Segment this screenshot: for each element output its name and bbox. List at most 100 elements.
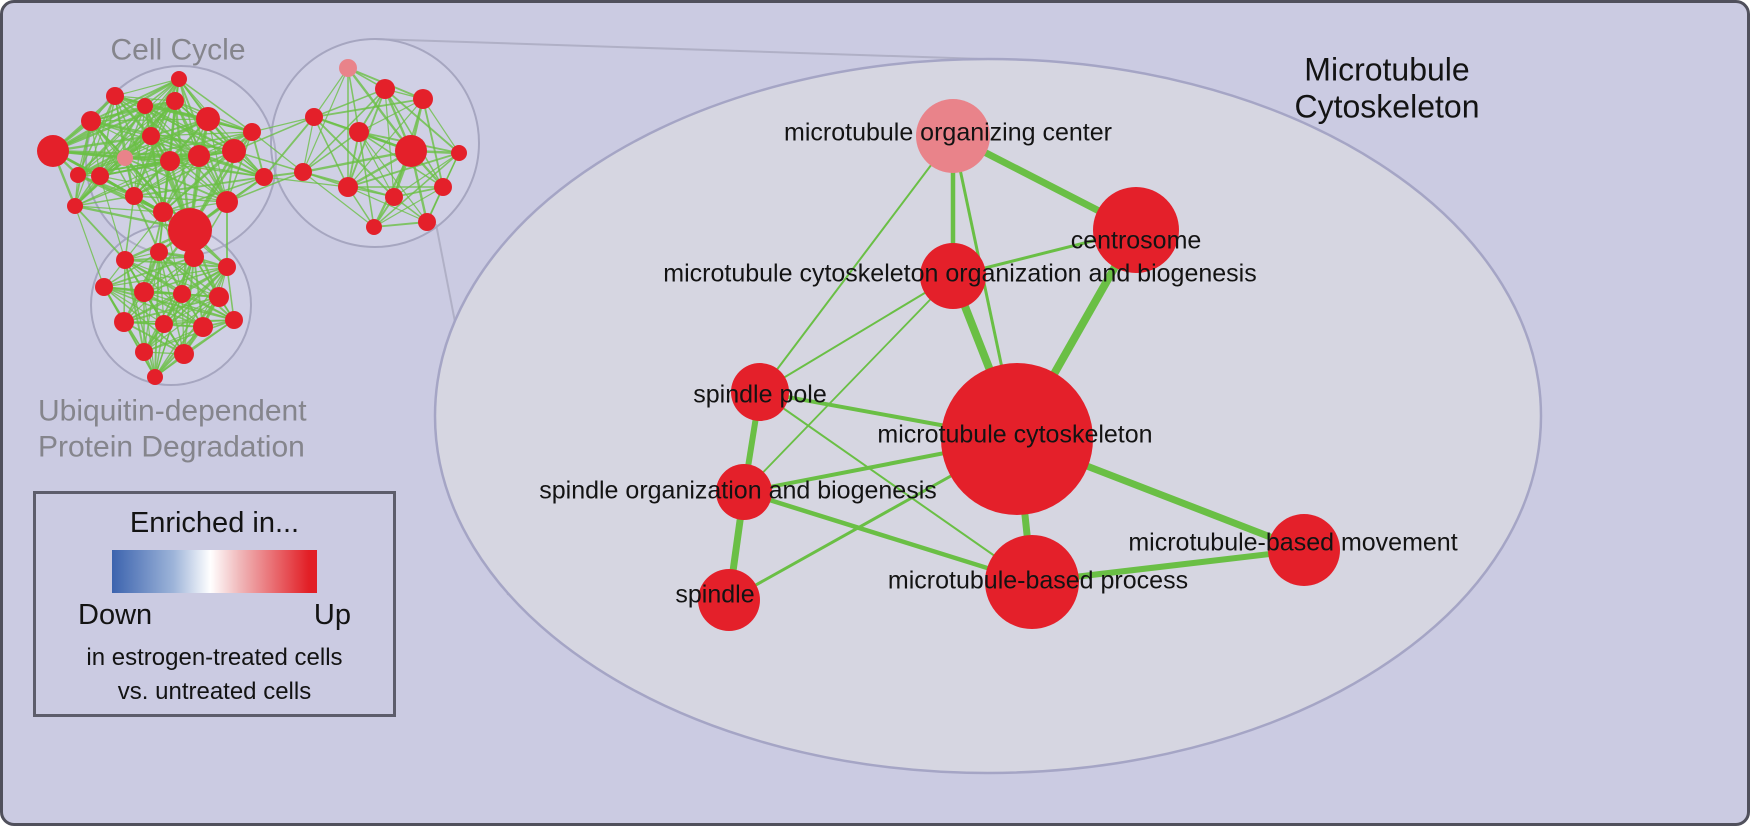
overview-edge — [123, 259, 126, 323]
overview-edge — [226, 171, 304, 203]
overview-edge — [143, 266, 228, 293]
overview-edge — [133, 155, 200, 197]
overview-node — [70, 167, 86, 183]
overview-edge — [422, 98, 460, 154]
zoom-title-line2: Cytoskeleton — [1294, 88, 1480, 125]
overview-edge — [74, 205, 105, 288]
overview-edge — [143, 296, 220, 353]
overview-node — [168, 208, 212, 252]
overview-edge — [358, 131, 428, 223]
overview-edge — [162, 155, 200, 213]
zoom-title-line1: Microtubule — [1304, 51, 1470, 88]
overview-edge — [347, 67, 412, 152]
overview-node — [147, 369, 163, 385]
edge-mcob-spindle_pole — [759, 275, 954, 393]
overview-edge — [103, 266, 228, 288]
overview-edge — [123, 293, 183, 323]
overview-edge — [358, 131, 375, 228]
node-mc — [941, 363, 1093, 515]
overview-node — [37, 135, 69, 167]
overview-node — [225, 311, 243, 329]
overview-edge — [143, 266, 228, 353]
overview-node — [155, 315, 173, 333]
overview-edge — [143, 319, 235, 353]
overview-edge — [103, 251, 160, 288]
overview-edge — [133, 176, 265, 197]
overview-node — [218, 258, 236, 276]
overview-node — [153, 202, 173, 222]
zoom-connector-line — [374, 38, 1044, 62]
edge-spindle_org-mbp — [743, 489, 1033, 585]
overview-node — [135, 343, 153, 361]
overview-node — [137, 98, 153, 114]
overview-node — [188, 145, 210, 167]
overview-edge — [90, 78, 180, 122]
overview-edge — [103, 286, 235, 321]
overview-edge — [233, 150, 304, 173]
overview-edge — [77, 135, 152, 176]
overview-node — [116, 251, 134, 269]
overview-node — [413, 89, 433, 109]
overview-edge — [77, 100, 176, 176]
overview-edge — [123, 256, 195, 323]
overview-edge — [133, 150, 235, 197]
overview-node — [150, 243, 168, 261]
overview-node — [196, 107, 220, 131]
overview-edge — [77, 95, 116, 176]
overview-node — [171, 71, 187, 87]
cell-cycle-cluster-label: Cell Cycle — [110, 33, 246, 67]
overview-node — [451, 145, 467, 161]
overview-node — [243, 123, 261, 141]
overview-edge — [181, 293, 235, 321]
overview-node — [255, 168, 273, 186]
overview-edge — [226, 131, 253, 203]
node-moc — [916, 99, 990, 173]
node-spindle — [698, 569, 760, 631]
overview-node — [193, 317, 213, 337]
overview-node — [81, 111, 101, 131]
overview-node — [209, 287, 229, 307]
overview-edge — [178, 78, 265, 178]
overview-edge — [77, 118, 209, 176]
legend-box: Enriched in... Down Up in estrogen-treat… — [33, 491, 396, 717]
overview-edge — [77, 157, 126, 176]
legend-caption-line1: in estrogen-treated cells — [86, 644, 343, 671]
node-mbm — [1268, 514, 1340, 586]
overview-node — [418, 213, 436, 231]
edge-mcob-spindle_org — [743, 275, 954, 493]
overview-node — [106, 87, 124, 105]
overview-node — [67, 198, 83, 214]
overview-node — [294, 163, 312, 181]
overview-edge — [358, 98, 424, 133]
overview-edge — [143, 256, 195, 293]
overview-edge — [302, 88, 386, 173]
node-centrosome — [1093, 187, 1179, 273]
overview-edge — [313, 67, 349, 118]
overview-node — [184, 247, 204, 267]
edge-moc-spindle_pole — [759, 135, 954, 393]
node-spindle_org — [716, 464, 772, 520]
overview-edge — [74, 205, 164, 213]
overview-edge — [143, 291, 156, 378]
node-label-mcob: microtubule cytoskeleton organization an… — [663, 259, 1257, 288]
overview-edge — [154, 251, 160, 378]
overview-edge — [52, 134, 152, 153]
overview-edge — [133, 195, 228, 203]
overview-node — [339, 59, 357, 77]
overview-edge — [302, 116, 315, 173]
overview-node — [385, 188, 403, 206]
overview-edge — [103, 256, 195, 288]
overview-edge — [99, 78, 180, 177]
overview-edge — [99, 175, 126, 261]
overview-edge — [90, 120, 171, 162]
legend-title: Enriched in... — [129, 507, 300, 539]
overview-edge — [123, 296, 220, 323]
node-label-mbm: microtubule-based movement — [1128, 528, 1458, 557]
overview-node — [173, 285, 191, 303]
node-mcob — [920, 243, 986, 309]
overview-edge — [251, 131, 304, 173]
overview-edge — [422, 98, 444, 188]
ubiquitin-cluster-label-line1: Ubiquitin-dependent — [38, 394, 307, 428]
legend-down-label: Down — [78, 599, 153, 631]
overview-node — [142, 127, 160, 145]
